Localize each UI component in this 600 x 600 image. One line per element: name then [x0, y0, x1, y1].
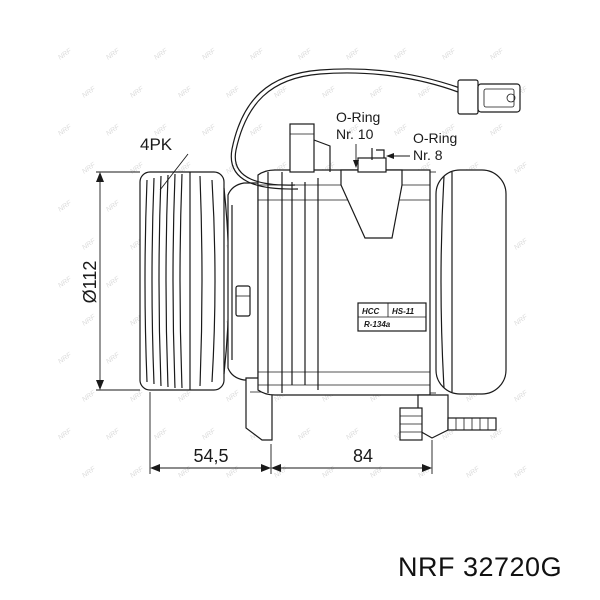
watermark-text: NRF [57, 47, 73, 61]
nameplate-refrigerant: R-134a [364, 320, 391, 329]
watermark-text: NRF [513, 465, 529, 479]
suction-port [340, 148, 403, 239]
nameplate-model: HS-11 [392, 307, 415, 316]
oring-8-label-line1: O-Ring [413, 130, 457, 146]
part-code: NRF 32720G [398, 552, 563, 582]
watermark-text: NRF [57, 275, 73, 289]
pulley [139, 171, 230, 391]
watermark-text: NRF [105, 351, 121, 365]
watermark-text: NRF [81, 465, 97, 479]
oring-10-label-line2: Nr. 10 [336, 126, 374, 142]
watermark-text: NRF [393, 47, 409, 61]
watermark-text: NRF [513, 313, 529, 327]
watermark-text: NRF [321, 465, 337, 479]
watermark-text: NRF [345, 47, 361, 61]
watermark-text: NRF [225, 85, 241, 99]
watermark-text: NRF [129, 85, 145, 99]
watermark-text: NRF [81, 389, 97, 403]
watermark-text: NRF [153, 427, 169, 441]
belt-label: 4PK [140, 135, 173, 154]
watermark-text: NRF [105, 47, 121, 61]
watermark-text: NRF [297, 47, 313, 61]
watermark-text: NRF [81, 85, 97, 99]
oring-8-label-line2: Nr. 8 [413, 147, 443, 163]
watermark-text: NRF [489, 123, 505, 137]
watermark-text: NRF [369, 85, 385, 99]
watermark-text: NRF [57, 351, 73, 365]
watermark-text: NRF [57, 427, 73, 441]
callout-oring-10: O-Ring Nr. 10 [336, 109, 380, 168]
stud-bolt [399, 407, 497, 441]
dim-body-label: 84 [353, 446, 373, 466]
watermark-text: NRF [345, 427, 361, 441]
watermark-text: NRF [225, 389, 241, 403]
watermark-text: NRF [393, 123, 409, 137]
watermark-text: NRF [225, 465, 241, 479]
watermark-text: NRF [201, 427, 217, 441]
watermark-text: NRF [57, 199, 73, 213]
discharge-port [289, 123, 331, 173]
dimension-belt: 4PK [140, 135, 189, 191]
watermark-text: NRF [201, 47, 217, 61]
watermark-text: NRF [129, 465, 145, 479]
watermark-text: NRF [105, 199, 121, 213]
watermark-text: NRF [153, 47, 169, 61]
watermark-text: NRF [57, 123, 73, 137]
front-housing [227, 182, 273, 441]
diameter-label: Ø112 [80, 261, 100, 304]
watermark-text: NRF [177, 465, 193, 479]
nameplate: HCC HS-11 R-134a [362, 307, 415, 329]
watermark-text: NRF [249, 47, 265, 61]
dim-pulley-label: 54,5 [193, 446, 228, 466]
watermark-text: NRF [177, 389, 193, 403]
watermark-text: NRF [321, 85, 337, 99]
compressor-body [257, 169, 431, 396]
watermark-text: NRF [513, 161, 529, 175]
oring-10-label-line1: O-Ring [336, 109, 380, 125]
watermark-text: NRF [513, 389, 529, 403]
callout-oring-8: O-Ring Nr. 8 [386, 130, 457, 163]
watermark-text: NRF [129, 389, 145, 403]
watermark-text: NRF [81, 161, 97, 175]
watermark-text: NRF [465, 465, 481, 479]
watermark-text: NRF [105, 275, 121, 289]
watermark-text: NRF [105, 123, 121, 137]
watermark-text: NRF [489, 47, 505, 61]
rear-head [417, 169, 507, 439]
dimension-lengths: 54,5 84 [149, 392, 433, 474]
watermark-text: NRF [81, 237, 97, 251]
clutch-wire [230, 68, 521, 190]
watermark-text: NRF [81, 313, 97, 327]
watermark-text: NRF [417, 85, 433, 99]
watermark-text: NRF [369, 465, 385, 479]
watermark-text: NRF [201, 123, 217, 137]
watermark-text: NRF [249, 123, 265, 137]
watermark-text: NRF [513, 237, 529, 251]
watermark-text: NRF [105, 427, 121, 441]
watermark-text: NRF [129, 161, 145, 175]
dimension-diameter: Ø112 [80, 171, 140, 391]
nameplate-maker: HCC [362, 307, 380, 316]
watermark-text: NRF [177, 85, 193, 99]
watermark-text: NRF [441, 47, 457, 61]
watermark-text: NRF [297, 427, 313, 441]
